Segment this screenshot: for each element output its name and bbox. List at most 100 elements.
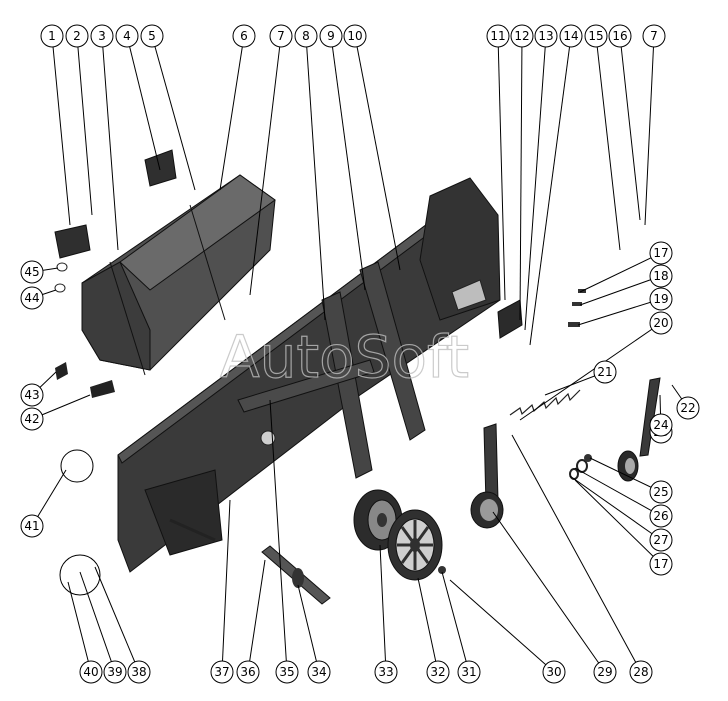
callout-43: 43 <box>20 383 44 407</box>
callout-number: 44 <box>24 291 39 305</box>
callout-44: 44 <box>20 286 44 310</box>
callout-14: 14 <box>559 24 583 48</box>
callout-circle <box>510 24 534 48</box>
callout-13: 13 <box>534 24 558 48</box>
leader-line <box>76 35 93 216</box>
callout-circle <box>307 660 331 684</box>
callout-29: 29 <box>593 660 617 684</box>
callout-circle <box>275 660 299 684</box>
callout-circle <box>140 24 164 48</box>
callout-30: 30 <box>542 660 566 684</box>
callout-5: 5 <box>140 24 164 48</box>
callout-4: 4 <box>115 24 139 48</box>
tank-strap-bracket <box>144 149 177 187</box>
callout-number: 18 <box>653 269 668 283</box>
frame-slot <box>451 279 487 311</box>
callout-circle <box>343 24 367 48</box>
callout-number: 13 <box>538 29 553 43</box>
callout-41: 41 <box>20 514 44 538</box>
washer-27 <box>569 468 579 480</box>
callout-number: 4 <box>123 29 131 43</box>
callout-2: 2 <box>65 24 89 48</box>
callout-12: 12 <box>510 24 534 48</box>
callout-circle <box>294 24 318 48</box>
rear-reflector <box>497 299 523 339</box>
callout-16: 16 <box>608 24 632 48</box>
callout-39: 39 <box>103 660 127 684</box>
callout-number: 11 <box>490 29 505 43</box>
callout-circle <box>20 514 44 538</box>
callout-11: 11 <box>486 24 510 48</box>
reflector-43 <box>55 362 68 380</box>
leader-line <box>529 35 572 346</box>
callout-number: 19 <box>653 292 668 306</box>
callout-38: 38 <box>127 660 151 684</box>
callout-number: 29 <box>597 665 612 679</box>
leader-line <box>126 35 161 171</box>
cross-beam-a <box>359 261 426 441</box>
callout-circle <box>649 241 673 265</box>
callout-number: 30 <box>546 665 561 679</box>
tank-bracket <box>54 224 91 259</box>
leader-line <box>269 399 288 673</box>
leader-line <box>579 252 662 293</box>
callout-labels: 1234567891011121314151671718192021222324… <box>20 24 700 684</box>
leader-line <box>449 579 555 673</box>
callout-circle <box>319 24 343 48</box>
leader-line <box>67 581 92 673</box>
callout-circle <box>676 396 700 420</box>
callout-7: 7 <box>269 24 293 48</box>
callout-circle <box>649 311 673 335</box>
callout-45: 45 <box>20 260 44 284</box>
callout-19: 19 <box>649 287 673 311</box>
callout-17: 17 <box>649 552 673 576</box>
callout-36: 36 <box>236 660 260 684</box>
callout-number: 43 <box>24 388 39 402</box>
leader-line <box>417 577 439 673</box>
callout-circle <box>20 260 44 284</box>
tension-spring <box>509 389 581 416</box>
washer-stack <box>584 454 592 462</box>
callout-number: 22 <box>680 401 695 415</box>
callout-circle <box>20 407 44 431</box>
callout-number: 35 <box>279 665 294 679</box>
callout-circle <box>103 660 127 684</box>
leader-line <box>524 35 547 331</box>
leader-line <box>574 467 662 517</box>
callout-number: 40 <box>83 665 98 679</box>
callout-9: 9 <box>319 24 343 48</box>
leader-line <box>79 571 116 673</box>
callout-number: 24 <box>653 418 668 432</box>
callout-number: 28 <box>633 665 648 679</box>
leader-line <box>249 35 282 296</box>
callout-number: 8 <box>302 29 310 43</box>
callout-number: 17 <box>653 246 668 260</box>
callout-3: 3 <box>90 24 114 48</box>
leader-line <box>441 571 470 673</box>
leader-line <box>497 35 506 301</box>
callout-31: 31 <box>457 660 481 684</box>
support-wheel <box>470 491 504 529</box>
callout-15: 15 <box>584 24 608 48</box>
cross-beam-b <box>321 291 373 479</box>
callout-circle <box>593 660 617 684</box>
callout-circle <box>65 24 89 48</box>
leader-line <box>101 35 119 251</box>
callout-number: 6 <box>240 29 248 43</box>
callout-number: 7 <box>650 29 658 43</box>
callout-8: 8 <box>294 24 318 48</box>
callout-number: 32 <box>430 665 445 679</box>
callout-20: 20 <box>649 311 673 335</box>
callout-17: 17 <box>649 241 673 265</box>
callout-circle <box>236 660 260 684</box>
callout-number: 36 <box>240 665 255 679</box>
callout-number: 31 <box>461 665 476 679</box>
callout-27: 27 <box>649 528 673 552</box>
clip-18 <box>572 302 582 306</box>
leader-line <box>305 35 326 321</box>
washer-45 <box>56 262 68 272</box>
callout-number: 27 <box>653 533 668 547</box>
callout-number: 15 <box>588 29 603 43</box>
leader-line <box>595 35 621 251</box>
callout-circle <box>40 24 64 48</box>
